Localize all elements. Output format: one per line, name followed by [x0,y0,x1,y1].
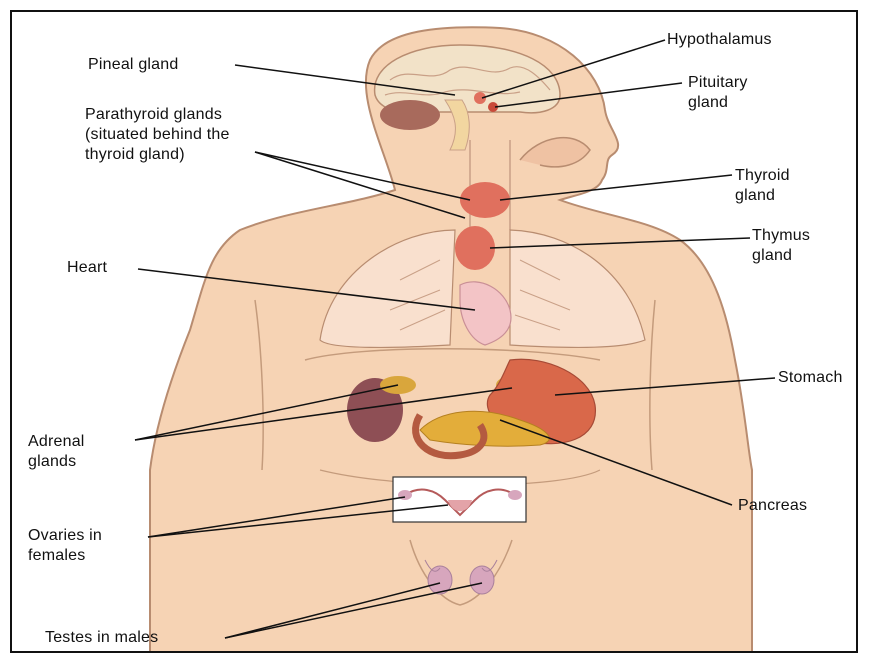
label-parathyroid-glands: Parathyroid glands (situated behind the … [85,105,230,165]
label-testes-in-males: Testes in males [45,628,158,648]
label-pituitary-gland: Pituitary gland [688,73,748,113]
label-heart: Heart [67,258,107,278]
label-hypothalamus: Hypothalamus [667,30,772,50]
label-adrenal-glands: Adrenal glands [28,432,85,472]
label-pancreas: Pancreas [738,496,807,516]
body-silhouette [150,27,752,663]
label-stomach: Stomach [778,368,843,388]
label-pineal-gland: Pineal gland [88,55,178,75]
label-ovaries-in-females: Ovaries in females [28,526,102,566]
thymus-gland [455,226,495,270]
cerebellum [380,100,440,130]
label-thymus-gland: Thymus gland [752,226,810,266]
label-thyroid-gland: Thyroid gland [735,166,790,206]
